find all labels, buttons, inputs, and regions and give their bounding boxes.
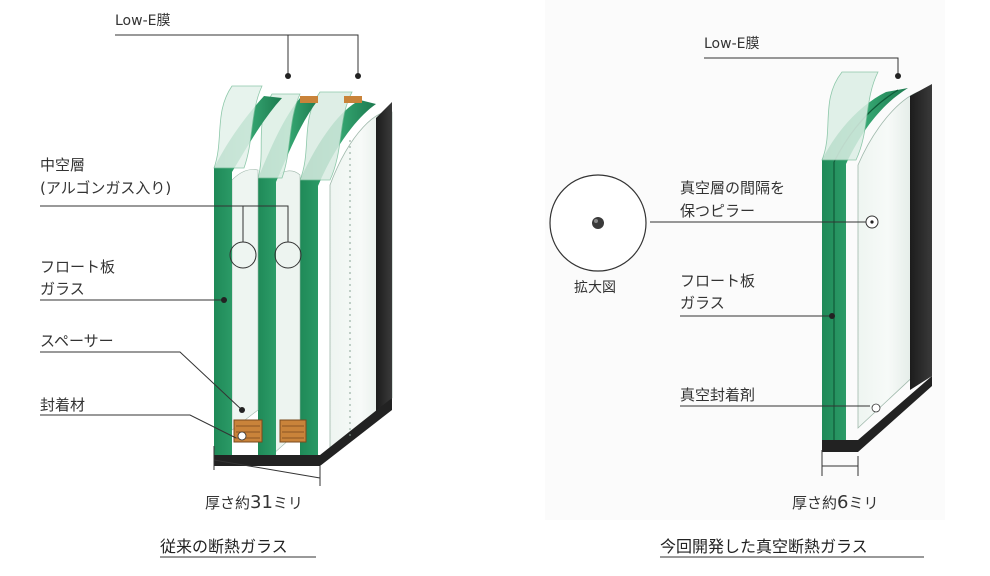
middle-glass-curl [257, 93, 301, 179]
front-glass-curl [213, 85, 263, 169]
left-low-e-label: Low-E膜 [115, 13, 170, 29]
vacuum-dark-edge [910, 84, 932, 390]
back-glass-curl [299, 91, 353, 181]
middle-glass-edge [258, 98, 318, 455]
right-float-glass-line2: ガラス [680, 294, 725, 312]
left-thickness-label: 厚さ約31ミリ [205, 492, 303, 513]
magnified-pillar [592, 217, 604, 229]
sealant-label: 封着材 [40, 396, 85, 414]
front-glass-edge [214, 96, 282, 455]
right-caption: 今回開発した真空断熱ガラス [660, 537, 868, 556]
left-float-glass-line1: フロート板 [40, 258, 115, 276]
vacuum-glass-curl [821, 71, 879, 161]
vacuum-sealant-label: 真空封着剤 [680, 386, 755, 404]
sealant-dot [237, 431, 247, 441]
pillar-label-line1: 真空層の間隔を [680, 179, 785, 197]
front-pane-face [231, 169, 259, 431]
spacer-block-2 [279, 419, 307, 443]
air-layer-label-line2: (アルゴンガス入り) [40, 179, 171, 197]
top-spacer-2 [344, 96, 362, 103]
spacer-label: スペーサー [40, 332, 114, 350]
spacer-pattern [236, 425, 304, 439]
right-float-glass-line1: フロート板 [680, 272, 755, 290]
vacuum-glass-edge [822, 88, 908, 440]
pillar-marker-dot [870, 220, 874, 224]
vacuum-bottom-edge [822, 376, 932, 452]
magnified-label: 拡大図 [574, 280, 616, 296]
air-layer-label-line1: 中空層 [40, 156, 85, 174]
right-thickness-label: 厚さ約6ミリ [792, 492, 878, 513]
conventional-glass-illustration [213, 85, 393, 466]
vacuum-sealant-dot [871, 403, 881, 413]
right-low-e-label: Low-E膜 [704, 36, 759, 52]
top-spacer-1 [300, 96, 318, 103]
magnified-pillar-highlight [594, 219, 598, 223]
left-leader-lines [40, 34, 361, 486]
spacer-block-1 [233, 419, 263, 443]
right-leader-lines [650, 57, 901, 476]
vacuum-glass-illustration [821, 71, 932, 452]
left-caption: 従来の断熱ガラス [160, 537, 288, 556]
pillar-label-line2: 保つピラー [680, 202, 755, 220]
middle-pane-face [271, 170, 301, 456]
bottom-frame [214, 398, 392, 466]
back-glass-edge [300, 100, 376, 455]
left-float-glass-line2: ガラス [40, 280, 85, 298]
back-dark-edge [376, 102, 392, 414]
